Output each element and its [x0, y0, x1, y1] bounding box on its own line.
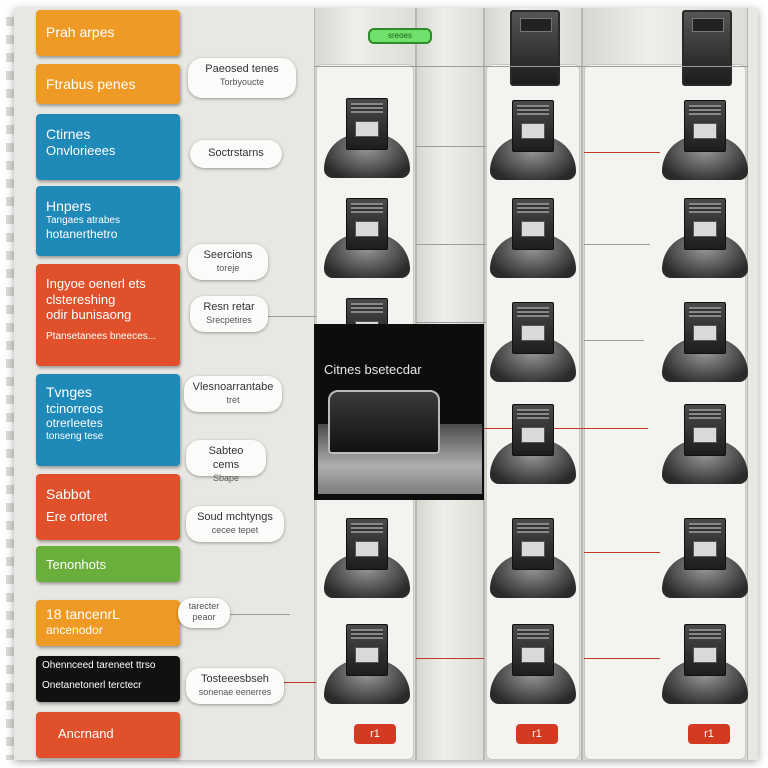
printer-device-icon: [324, 620, 410, 704]
legend-text: Onvlorieees: [46, 142, 116, 158]
callout-subtitle: sonenae eenerres: [198, 686, 272, 697]
legend-text: Ere ortoret: [46, 508, 108, 524]
connector-line: [584, 340, 644, 341]
highlight-overlay: Citnes bsetecdar: [314, 324, 484, 500]
printer-device-icon: [662, 400, 748, 484]
legend-text: Ohennceed tareneet ttrso: [42, 660, 156, 671]
callout-title: tarecter: [188, 601, 220, 611]
legend-text: Ptansetanees bneeces...: [46, 330, 157, 342]
printer-device-icon: [490, 620, 576, 704]
printer-device-icon: [662, 96, 748, 180]
callout-bubble: tarecter peaor: [178, 598, 230, 628]
legend-text: Hnpers: [46, 198, 92, 214]
callout-bubble: Sabteo cems Sbape: [186, 440, 266, 483]
legend-item: 18 tancenrL ancenodor: [36, 600, 180, 646]
legend-text: hotanerthetro: [46, 226, 118, 241]
callout-subtitle: tret: [226, 394, 240, 405]
callout-subtitle: Torbyoucte: [219, 76, 265, 87]
legend-item: Hnpers Tangaes atrabes hotanerthetro: [36, 186, 180, 256]
connector-line: [180, 614, 290, 615]
callout-bubble: Soud mchtyngs cecee tepet: [186, 506, 284, 542]
legend-text: ancenodor: [46, 622, 103, 637]
callout-bubble: Tosteeesbseh sonenae eenerres: [186, 668, 284, 704]
legend-text: tcinorreos: [46, 400, 104, 416]
legend-text: Ftrabus penes: [46, 76, 136, 92]
callout-bubble: Soctrstarns: [190, 140, 282, 168]
legend-text: Tvnges: [46, 384, 92, 400]
printer-device-icon: [490, 514, 576, 598]
printer-device-icon: [324, 94, 410, 178]
legend-item: Prah arpes: [36, 10, 180, 56]
status-indicator: sreoes: [368, 28, 432, 44]
column-badge: r1: [354, 724, 396, 744]
callout-title: Tosteeesbseh: [201, 673, 269, 685]
column-badge: r1: [516, 724, 558, 744]
printer-device-icon: [662, 514, 748, 598]
legend-text: tonseng tese: [46, 430, 104, 442]
legend-text: Prah arpes: [46, 24, 115, 40]
callout-subtitle: cecee tepet: [211, 524, 259, 535]
callout-bubble: Vlesnoarrantabe tret: [184, 376, 282, 412]
printer-device-icon: [662, 620, 748, 704]
printer-device-icon: [490, 298, 576, 382]
legend-item: Tvnges tcinorreos otrerleetes tonseng te…: [36, 374, 180, 466]
callout-title: Sabteo cems: [208, 445, 244, 471]
status-indicator-label: sreoes: [387, 31, 412, 40]
legend-text: Ctirnes: [46, 126, 91, 142]
printer-device-icon: [490, 194, 576, 278]
legend-item: Tenonhots: [36, 546, 180, 582]
callout-subtitle: toreje: [216, 262, 240, 273]
callout-title: Seercions: [203, 249, 253, 261]
callout-bubble: Paeosed tenes Torbyoucte: [188, 58, 296, 98]
overlay-label: Citnes bsetecdar: [324, 362, 422, 377]
connector-line: [584, 552, 660, 553]
legend-text: Tangaes atrabes: [46, 214, 120, 226]
printer-device-icon: [324, 514, 410, 598]
legend-text: Ancrnand: [58, 726, 114, 741]
legend-item: Ingyoe oenerl ets clstereshing odir buni…: [36, 264, 180, 366]
tower-device-icon: [510, 10, 560, 86]
printer-device-icon: [324, 194, 410, 278]
callout-bubble: Resn retar Srecpetires: [190, 296, 268, 332]
legend-text: Tenonhots: [46, 557, 106, 572]
callout-title: Vlesnoarrantabe: [192, 381, 274, 393]
connector-line: [260, 682, 316, 683]
tower-device-icon: [682, 10, 732, 86]
legend-text: clstereshing: [46, 291, 116, 307]
connector-line: [416, 146, 486, 147]
connector-line: [416, 244, 486, 245]
legend-text: Sabbot: [46, 486, 91, 502]
printer-device-icon: [662, 298, 748, 382]
legend-text: Ingyoe oenerl ets: [46, 276, 146, 291]
legend-text: otrerleetes: [46, 416, 103, 431]
connector-line: [584, 244, 650, 245]
printer-device-icon: [662, 194, 748, 278]
connector-line: [314, 66, 748, 67]
callout-title: Resn retar: [203, 301, 255, 313]
legend-text: 18 tancenrL: [46, 606, 120, 622]
monitor-icon: [328, 390, 440, 454]
callout-subtitle: peaor: [192, 612, 216, 623]
callout-title: Soud mchtyngs: [197, 511, 273, 523]
legend-item: Ohennceed tareneet ttrso Onetanetonerl t…: [36, 656, 180, 702]
connector-line: [584, 658, 660, 659]
legend-item: Sabbot Ere ortoret: [36, 474, 180, 540]
legend-item: Ancrnand: [36, 712, 180, 758]
legend-item: Ftrabus penes: [36, 64, 180, 104]
connector-line: [264, 316, 316, 317]
legend-item: Ctirnes Onvlorieees: [36, 114, 180, 180]
printer-device-icon: [490, 400, 576, 484]
callout-subtitle: Srecpetires: [206, 314, 252, 325]
column-badge: r1: [688, 724, 730, 744]
callout-title: Soctrstarns: [208, 147, 264, 159]
callout-subtitle: Sbape: [212, 472, 240, 483]
callout-title: Paeosed tenes: [205, 63, 279, 75]
callout-bubble: Seercions toreje: [188, 244, 268, 280]
connector-line: [416, 658, 484, 659]
legend-text: Onetanetonerl terctecr: [42, 680, 142, 691]
connector-line: [584, 152, 660, 153]
legend-text: odir bunisaong: [46, 307, 132, 323]
printer-device-icon: [490, 96, 576, 180]
connector-line: [416, 322, 486, 323]
